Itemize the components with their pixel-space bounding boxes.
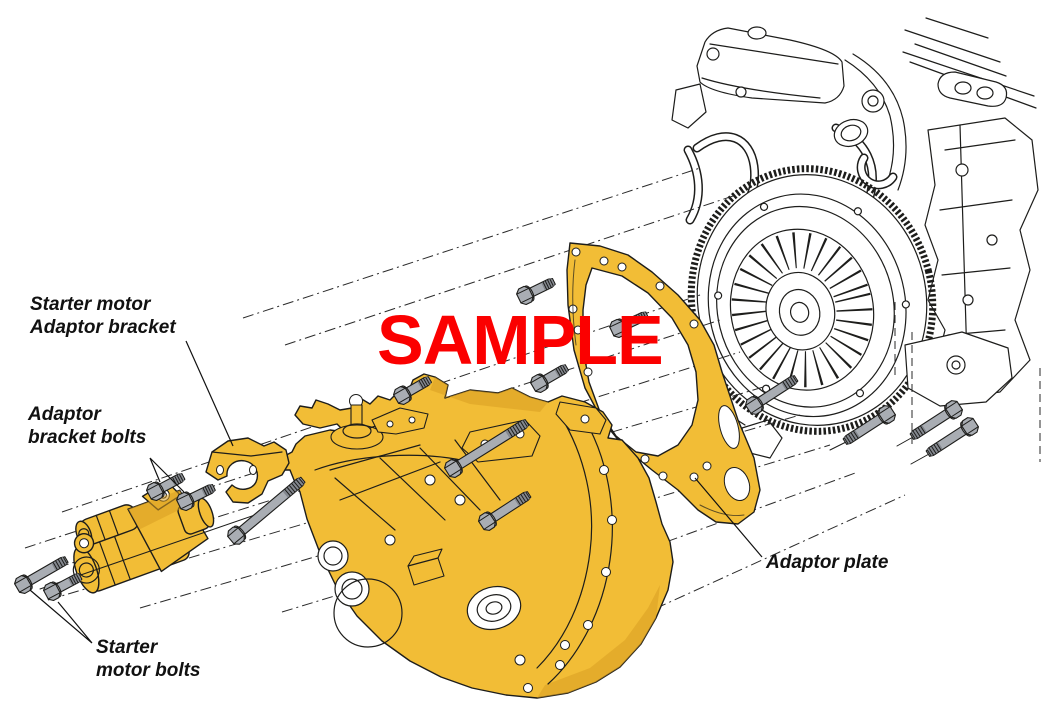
label-line: Adaptor bracket (30, 317, 176, 339)
adaptor-plate-illustration (566, 242, 761, 525)
label-adaptor-plate: Adaptor plate (766, 551, 888, 574)
sample-watermark: SAMPLE (377, 301, 664, 379)
transmission-illustration (280, 373, 674, 699)
label-line: Starter (96, 637, 158, 658)
label-line: motor bolts (96, 660, 201, 682)
flywheel-clutch-illustration (687, 165, 937, 435)
label-line: Adaptor plate (766, 552, 889, 573)
adaptor-bracket-illustration (205, 437, 290, 504)
label-line: Starter motor (30, 294, 151, 315)
label-line: bracket bolts (28, 427, 147, 449)
leader-lines (29, 340, 763, 644)
label-starter-motor-bolts: Starter motor bolts (96, 636, 201, 682)
starter-motor-illustration (72, 480, 215, 594)
label-starter-motor-adaptor-bracket: Starter motor Adaptor bracket (30, 293, 176, 339)
label-adaptor-bracket-bolts: Adaptor bracket bolts (28, 403, 146, 449)
label-line: Adaptor (28, 404, 101, 425)
